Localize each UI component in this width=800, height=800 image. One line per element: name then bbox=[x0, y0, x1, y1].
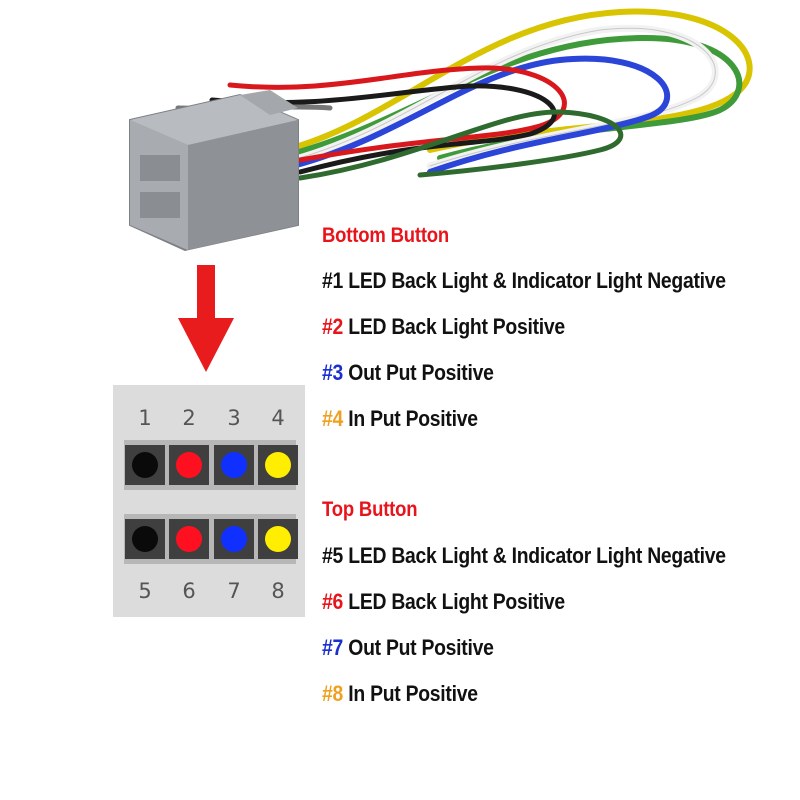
pin-number-7: 7 bbox=[227, 579, 240, 603]
pin-desc-8: In Put Positive bbox=[348, 681, 478, 706]
bottom-button-heading: Bottom Button bbox=[322, 224, 450, 247]
pin-desc-5: LED Back Light & Indicator Light Negativ… bbox=[348, 543, 726, 568]
pin-desc-6: LED Back Light Positive bbox=[348, 589, 565, 614]
pin-dot-3 bbox=[221, 452, 247, 478]
pin-number-5: 5 bbox=[138, 579, 151, 603]
pin-tag-8: #8 bbox=[322, 681, 344, 706]
pin-dot-7 bbox=[221, 526, 247, 552]
pin-number-6: 6 bbox=[182, 579, 195, 603]
wire-darkgreen bbox=[297, 109, 624, 181]
pin-dot-1 bbox=[132, 452, 158, 478]
connector-housing bbox=[129, 90, 299, 252]
pin-number-8: 8 bbox=[271, 579, 284, 603]
pin-number-3: 3 bbox=[227, 406, 240, 430]
pin-dot-6 bbox=[176, 526, 202, 552]
pin-row-bottom bbox=[125, 519, 298, 559]
pin-desc-7: Out Put Positive bbox=[348, 635, 494, 660]
wire-black bbox=[209, 83, 557, 175]
pin-number-1: 1 bbox=[138, 406, 151, 430]
wire-blue bbox=[282, 55, 671, 175]
pin-numbers-top: 1 2 3 4 bbox=[138, 406, 284, 430]
pin-tag-7: #7 bbox=[322, 635, 344, 660]
pin-tag-4: #4 bbox=[322, 406, 344, 431]
pin-number-2: 2 bbox=[182, 406, 195, 430]
pin-tag-6: #6 bbox=[322, 589, 344, 614]
pin-dot-4 bbox=[265, 452, 291, 478]
wire-white-outline bbox=[284, 27, 716, 167]
pin-desc-2: LED Back Light Positive bbox=[348, 314, 565, 339]
pin-dot-8 bbox=[265, 526, 291, 552]
pin-desc-1: LED Back Light & Indicator Light Negativ… bbox=[348, 268, 726, 293]
pin-tag-3: #3 bbox=[322, 360, 344, 385]
pin-desc-3: Out Put Positive bbox=[348, 360, 494, 385]
pin-dot-5 bbox=[132, 526, 158, 552]
pin-tag-5: #5 bbox=[322, 543, 344, 568]
pin-dot-2 bbox=[176, 452, 202, 478]
down-arrow-icon bbox=[178, 265, 234, 372]
wire-harness bbox=[175, 8, 753, 181]
top-button-heading: Top Button bbox=[322, 498, 418, 521]
pin-number-4: 4 bbox=[271, 406, 284, 430]
pin-tag-2: #2 bbox=[322, 314, 344, 339]
pin-desc-4: In Put Positive bbox=[348, 406, 478, 431]
pin-tag-1: #1 bbox=[322, 268, 344, 293]
pin-numbers-bottom: 5 6 7 8 bbox=[138, 579, 284, 603]
pin-row-top bbox=[125, 445, 298, 485]
